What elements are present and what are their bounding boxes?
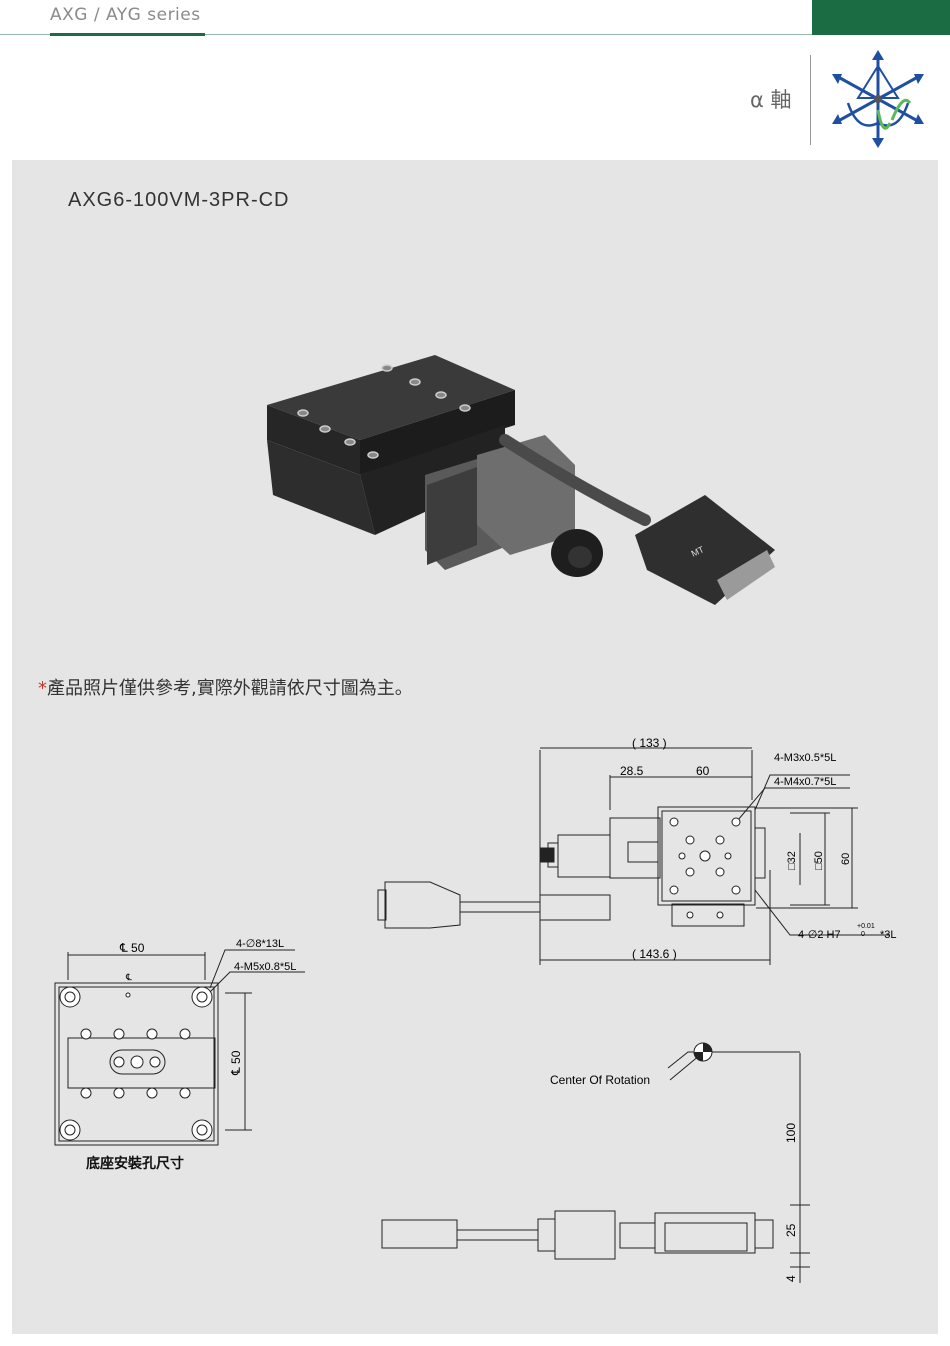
product-photo: MT [267,355,775,605]
series-title: AXG / AYG series [50,5,201,25]
center-of-rotation-label: Center Of Rotation [550,1073,650,1087]
dim-60-vertical: 60 [840,853,852,865]
base-dim-cl50-horizontal: ℄ 50 [119,941,145,955]
callout-pin-depth: *3L [880,929,897,941]
base-drawing-caption: 底座安裝孔尺寸 [86,1156,184,1172]
side-view-drawing: Center Of Rotation 100 25 4 [381,1042,810,1283]
header-brand-block [812,0,950,35]
side-dim-100: 100 [784,1123,798,1143]
header-rule [0,34,812,35]
axis-separator [810,55,811,145]
base-callout-thread: 4-M5x0.8*5L [234,961,296,973]
dim-sq50: □50 [813,851,825,870]
top-view-drawing: ( 133 ) 28.5 60 4-M3x0.5*5L 4-M4x0.7*5L … [377,736,897,965]
base-mounting-drawing: ℄ 50 4-∅8*13L 4-M5x0.8*5L ℄ ℄ 50 [54,938,305,1146]
base-callout-counterbore: 4-∅8*13L [236,938,284,950]
base-dim-cl50-vertical: ℄ 50 [229,1050,243,1076]
base-centerline-mark: ℄ [125,972,132,982]
dim-offset-28-5: 28.5 [620,764,644,778]
dim-pitch-60: 60 [696,764,710,778]
callout-pin-tol-zero: 0 [861,931,865,938]
callout-pin-tol-plus: +0.01 [857,923,875,930]
dim-total-143-6: ( 143.6 ) [632,947,677,961]
axis-label: α 軸 [750,88,792,112]
side-dim-25: 25 [784,1223,798,1237]
note-text: 產品照片僅供參考,實際外觀請依尺寸圖為主。 [47,678,413,699]
note-star: * [38,678,47,699]
dim-overall-133: ( 133 ) [632,736,667,750]
content-panel [12,160,938,1334]
side-dim-4: 4 [784,1275,798,1282]
multi-axis-icon [832,50,924,148]
model-number: AXG6-100VM-3PR-CD [68,189,290,211]
callout-pin-hole: 4-∅2 H7 [798,929,841,941]
dim-sq32: □32 [786,851,798,870]
callout-m4: 4-M4x0.7*5L [774,776,836,788]
photo-disclaimer: *產品照片僅供參考,實際外觀請依尺寸圖為主。 [38,674,413,700]
header-accent-bar [50,33,205,36]
callout-m3: 4-M3x0.5*5L [774,752,836,764]
